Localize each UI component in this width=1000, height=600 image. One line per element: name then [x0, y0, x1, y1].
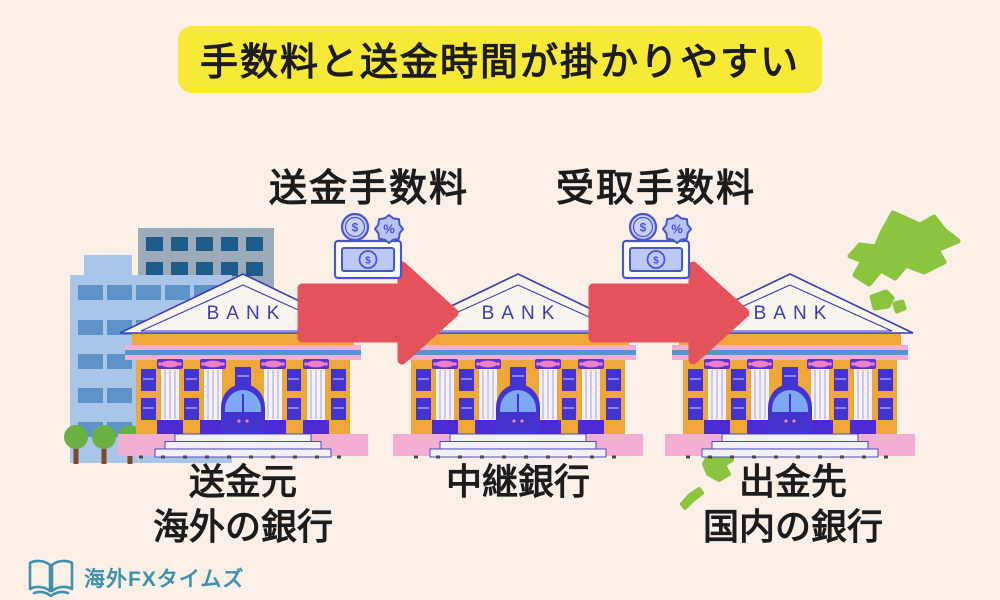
brand-logo: 海外FXタイムズ: [26, 558, 244, 598]
money-fee-icon: $ $ %: [621, 212, 692, 280]
caption-destination: 出金先 国内の銀行: [643, 459, 943, 549]
japan-map-north-illustration: [847, 210, 961, 314]
percent-badge-glyph: %: [671, 222, 683, 237]
bank-sender: BANK: [118, 272, 368, 464]
page-title: 手数料と送金時間が掛かりやすい: [199, 42, 801, 84]
caption-sender: 送金元 海外の銀行: [93, 459, 393, 549]
bank-destination: BANK: [665, 272, 915, 464]
caption-line: 送金元: [188, 461, 297, 502]
caption-line: 出金先: [738, 461, 847, 502]
bank-intermediary: BANK: [393, 272, 643, 464]
open-book-icon: [28, 559, 74, 598]
dollar-bill-glyph: $: [365, 256, 371, 267]
arrow-right-icon: [297, 261, 459, 365]
bank-sign: BANK: [481, 303, 562, 324]
dollar-coin-glyph: $: [640, 221, 647, 235]
caption-line: 中継銀行: [445, 461, 590, 502]
caption-line: 国内の銀行: [702, 506, 883, 547]
receiving-fee-label: 受取手数料: [555, 168, 756, 210]
percent-badge-glyph: %: [383, 222, 395, 237]
title-banner: 手数料と送金時間が掛かりやすい: [177, 26, 823, 93]
sending-fee-label: 送金手数料: [268, 168, 469, 210]
bank-sign: BANK: [753, 303, 834, 324]
dollar-bill-glyph: $: [653, 256, 659, 267]
dollar-coin-glyph: $: [352, 221, 359, 235]
bank-sign: BANK: [206, 303, 287, 324]
money-fee-icon: $ $ %: [333, 212, 404, 280]
caption-line: 海外の銀行: [152, 506, 333, 547]
arrow-right-icon: [588, 261, 750, 365]
caption-intermediary: 中継銀行: [368, 459, 668, 504]
brand-name: 海外FXタイムズ: [84, 568, 245, 591]
